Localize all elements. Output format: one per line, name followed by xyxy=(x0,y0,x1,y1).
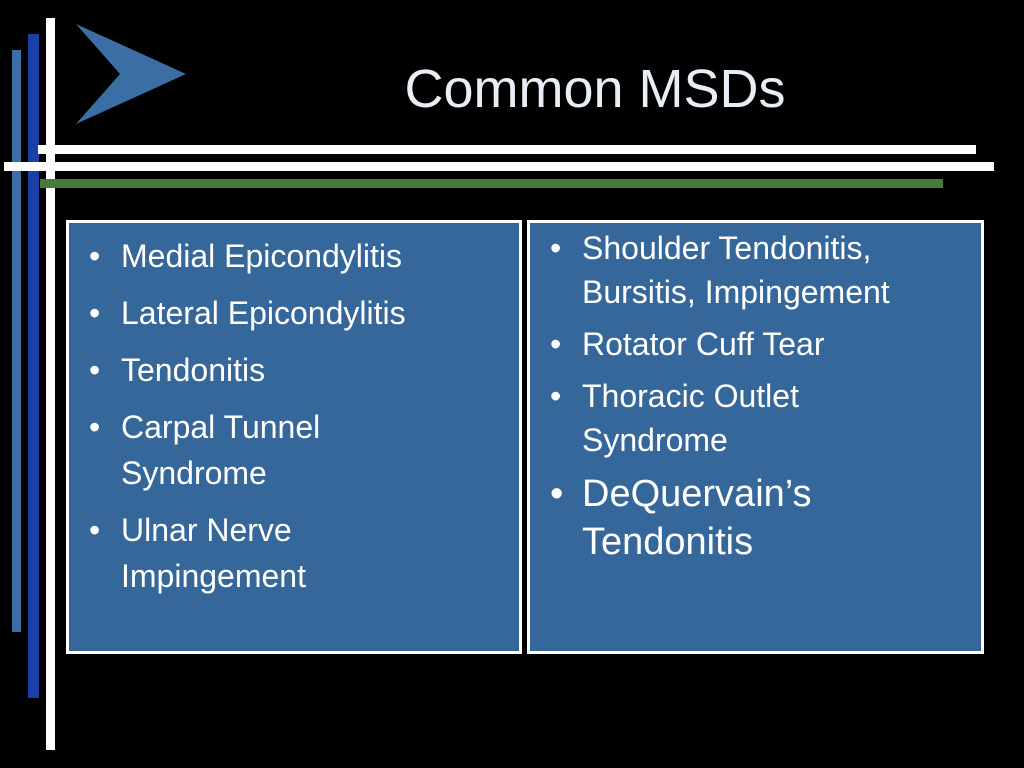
list-item: • Shoulder Tendonitis, Bursitis, Impinge… xyxy=(544,226,972,314)
right-bullet-list: • Shoulder Tendonitis, Bursitis, Impinge… xyxy=(530,223,981,566)
list-item-text: Tendonitis xyxy=(121,352,266,388)
bullet-icon: • xyxy=(89,352,101,388)
list-item: • Ulnar Nerve Impingement xyxy=(83,507,421,599)
list-item-text: Ulnar Nerve Impingement xyxy=(121,512,306,594)
bullet-icon: • xyxy=(89,512,101,548)
slide-title: Common MSDs xyxy=(404,59,786,119)
right-content-panel: • Shoulder Tendonitis, Bursitis, Impinge… xyxy=(527,220,984,654)
bullet-icon: • xyxy=(89,295,101,331)
list-item-text: Lateral Epicondylitis xyxy=(121,295,406,331)
list-item-text: Carpal Tunnel Syndrome xyxy=(121,409,321,491)
left-content-panel: • Medial Epicondylitis • Lateral Epicond… xyxy=(66,220,522,654)
list-item: • Lateral Epicondylitis xyxy=(83,290,509,336)
list-item-text: Medial Epicondylitis xyxy=(121,238,403,274)
list-item-text: Rotator Cuff Tear xyxy=(582,326,825,362)
left-bullet-list: • Medial Epicondylitis • Lateral Epicond… xyxy=(69,223,519,599)
decorative-horizontal-line-white-top xyxy=(38,145,976,154)
list-item: • Carpal Tunnel Syndrome xyxy=(83,404,421,496)
chevron-right-icon xyxy=(76,24,186,124)
list-item-text: Thoracic Outlet Syndrome xyxy=(582,378,799,458)
list-item: • Medial Epicondylitis xyxy=(83,233,509,279)
bullet-icon: • xyxy=(89,409,101,445)
list-item: • Rotator Cuff Tear xyxy=(544,322,973,366)
bullet-icon: • xyxy=(550,378,562,414)
decorative-vertical-bar-blue xyxy=(12,50,21,632)
bullet-icon: • xyxy=(550,230,562,266)
bullet-icon: • xyxy=(550,326,562,362)
decorative-horizontal-line-white-bottom xyxy=(4,162,994,171)
decorative-horizontal-line-green xyxy=(40,179,943,188)
list-item-text: DeQuervain’s Tendonitis xyxy=(582,473,812,563)
list-item: • Tendonitis xyxy=(83,347,509,393)
decorative-vertical-bar-navy xyxy=(28,34,39,698)
list-item-text: Shoulder Tendonitis, Bursitis, Impingeme… xyxy=(582,230,890,310)
list-item: • Thoracic Outlet Syndrome xyxy=(544,374,882,462)
decorative-vertical-bar-white xyxy=(46,18,55,750)
bullet-icon: • xyxy=(550,473,564,515)
list-item: • DeQuervain’s Tendonitis xyxy=(544,470,892,566)
bullet-icon: • xyxy=(89,238,101,274)
